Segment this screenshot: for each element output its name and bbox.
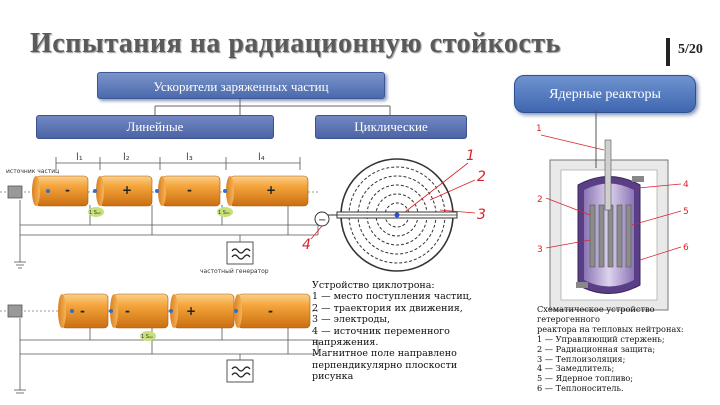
particle-source-label: источник частиц (6, 168, 59, 175)
tag-top-2: 1 S₂ₙ (218, 210, 230, 216)
charge-bottom-3: + (186, 304, 196, 318)
fuel-rods (589, 204, 632, 268)
particle-entry-point (394, 212, 400, 218)
tube-label-2: l₂ (123, 152, 130, 163)
charge-bottom-4: - (268, 304, 273, 318)
tube-label-3: l₃ (186, 152, 193, 163)
reactor-number-5: 5 (683, 207, 689, 217)
cyclic-header: Циклические (315, 115, 467, 139)
cyclotron-number-4: 4 (302, 237, 311, 253)
tube-label-4: l₄ (258, 152, 265, 163)
reactors-header: Ядерные реакторы (514, 75, 696, 113)
charge-top-1: - (65, 183, 70, 197)
reactor-caption: Схематическое устройство гетерогенного р… (537, 304, 684, 394)
svg-text:−: − (318, 215, 326, 226)
reactor-number-6: 6 (683, 243, 689, 253)
accelerators-header: Ускорители заряженных частиц (97, 72, 385, 99)
charge-top-3: - (187, 183, 192, 197)
tube-label-1: l₁ (76, 152, 83, 163)
control-rod (604, 139, 612, 211)
reactor-number-2: 2 (537, 195, 543, 205)
reactor-number-3: 3 (537, 245, 543, 255)
charge-bottom-1: - (80, 304, 85, 318)
reactor-number-1: 1 (536, 124, 542, 134)
charge-top-2: + (122, 183, 132, 197)
charge-top-4: + (266, 183, 276, 197)
cyclotron-number-3: 3 (477, 207, 486, 223)
page-number: 5/20 (678, 42, 703, 57)
title-divider (666, 38, 670, 66)
linear-header: Линейные (36, 115, 274, 139)
particle-source-icon-bottom (7, 304, 23, 318)
charge-bottom-2: - (125, 304, 130, 318)
tag-top-1: 1 Sₐₙ (89, 210, 101, 216)
tag-bottom-1: 1 Sₐₙ (141, 334, 153, 340)
cyclotron-number-1: 1 (466, 148, 475, 164)
generator-label: частотный генератор (200, 268, 269, 275)
particle-source-icon (7, 185, 23, 199)
cyclotron-caption: Устройство циклотрона: 1 — место поступл… (312, 280, 472, 383)
top-tubes (32, 175, 309, 207)
reactor-number-4: 4 (683, 180, 689, 190)
slide-title: Испытания на радиационную стойкость (30, 28, 561, 59)
cyclotron-number-2: 2 (477, 169, 486, 185)
